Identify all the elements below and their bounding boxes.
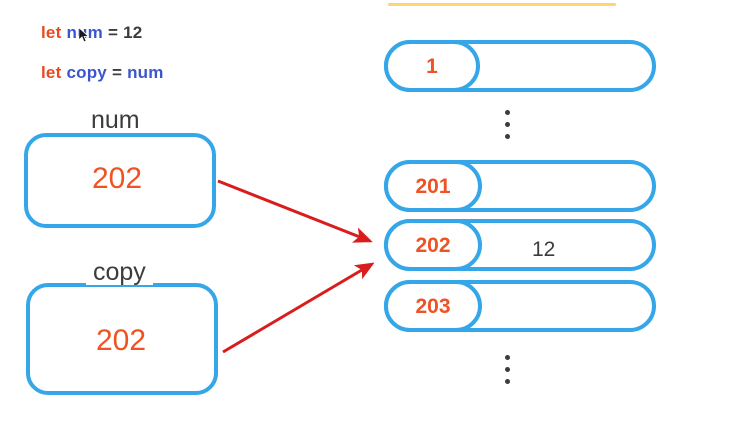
variable-box-copy <box>26 283 218 395</box>
code-identifier-num: num <box>66 23 103 42</box>
memory-address-pill-1: 1 <box>384 40 480 92</box>
variable-value-num: 202 <box>92 162 143 195</box>
ellipsis-dot <box>505 134 510 139</box>
variable-box-num <box>24 133 216 228</box>
arrow-num-to-202 <box>217 179 373 243</box>
memory-address-label-202: 202 <box>415 233 451 257</box>
code-keyword-let: let <box>41 63 62 82</box>
ellipsis-dot <box>505 367 510 372</box>
memory-address-label-1: 1 <box>426 54 438 78</box>
ellipsis-dot <box>505 355 510 360</box>
memory-address-pill-201: 201 <box>384 160 482 212</box>
code-literal-12: 12 <box>123 23 143 42</box>
variable-label-copy: copy <box>86 260 153 285</box>
ellipsis-dot <box>505 379 510 384</box>
code-operator-assign: = <box>111 63 123 82</box>
variable-label-num: num <box>84 108 147 133</box>
amber-divider-rule <box>388 3 616 6</box>
ellipsis-dot <box>505 122 510 127</box>
variable-value-copy: 202 <box>96 324 147 357</box>
code-keyword-let: let <box>41 23 62 42</box>
memory-address-label-201: 201 <box>415 174 451 198</box>
memory-ellipsis-bottom <box>505 355 510 384</box>
ellipsis-dot <box>505 110 510 115</box>
memory-address-label-203: 203 <box>415 294 451 318</box>
memory-ellipsis-top <box>505 110 510 139</box>
code-identifier-copy: copy <box>66 63 107 82</box>
code-operator-assign: = <box>107 23 119 42</box>
memory-address-pill-202: 202 <box>384 219 482 271</box>
memory-address-pill-203: 203 <box>384 280 482 332</box>
arrow-copy-to-202 <box>222 262 375 354</box>
code-identifier-num: num <box>127 63 164 82</box>
memory-value-202: 12 <box>532 238 556 261</box>
